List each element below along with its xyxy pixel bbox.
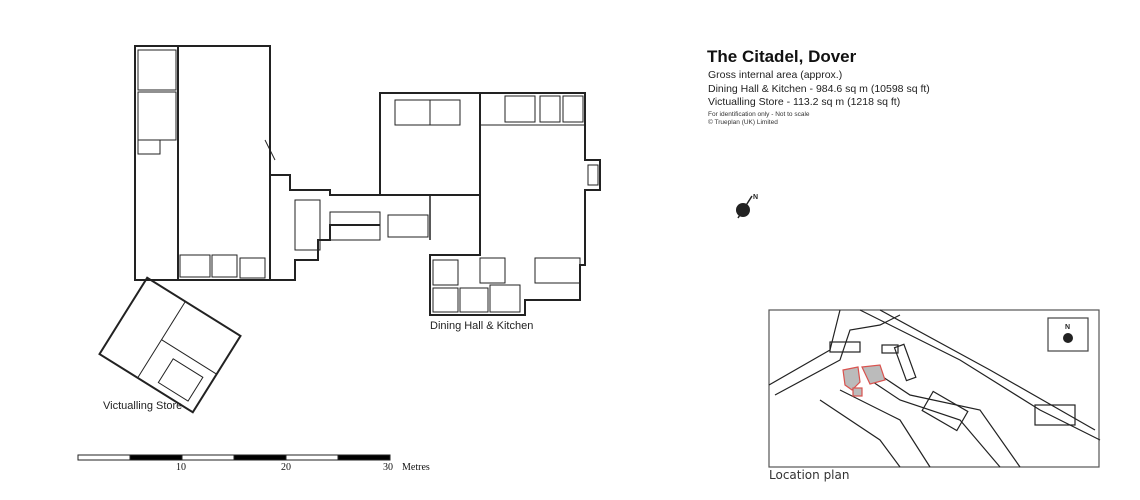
scale-tick-30: 30: [383, 462, 393, 473]
area-store: Victualling Store - 113.2 sq m (1218 sq …: [708, 96, 901, 108]
scale-tick-10: 10: [176, 462, 186, 473]
copyright: © Trueplan (UK) Limited: [708, 119, 778, 126]
disclaimer: For identification only - Not to scale: [708, 111, 810, 118]
scale-unit: Metres: [402, 462, 430, 473]
area-subtitle: Gross internal area (approx.): [708, 69, 843, 81]
dining-hall-label: Dining Hall & Kitchen: [430, 320, 534, 332]
north-arrow-icon: [736, 195, 753, 219]
location-plan-label: Location plan: [769, 468, 850, 482]
highlighted-site: [842, 364, 886, 397]
dining-hall-west-wing: [134, 45, 276, 281]
location-north-icon: [1063, 333, 1073, 343]
scale-tick-20: 20: [281, 462, 291, 473]
north-letter: N: [753, 194, 758, 201]
plan-title: The Citadel, Dover: [707, 47, 857, 66]
scale-bar: [77, 454, 391, 461]
victualling-store-plan: [98, 276, 242, 414]
location-plan-map: [768, 309, 1101, 468]
location-north-letter: N: [1065, 324, 1070, 331]
victualling-store-label: Victualling Store: [103, 400, 183, 412]
area-dining: Dining Hall & Kitchen - 984.6 sq m (1059…: [708, 83, 930, 95]
dining-hall-central: [379, 92, 481, 196]
dining-hall-connector: [270, 174, 431, 281]
kitchen-east-wing: [429, 92, 601, 316]
